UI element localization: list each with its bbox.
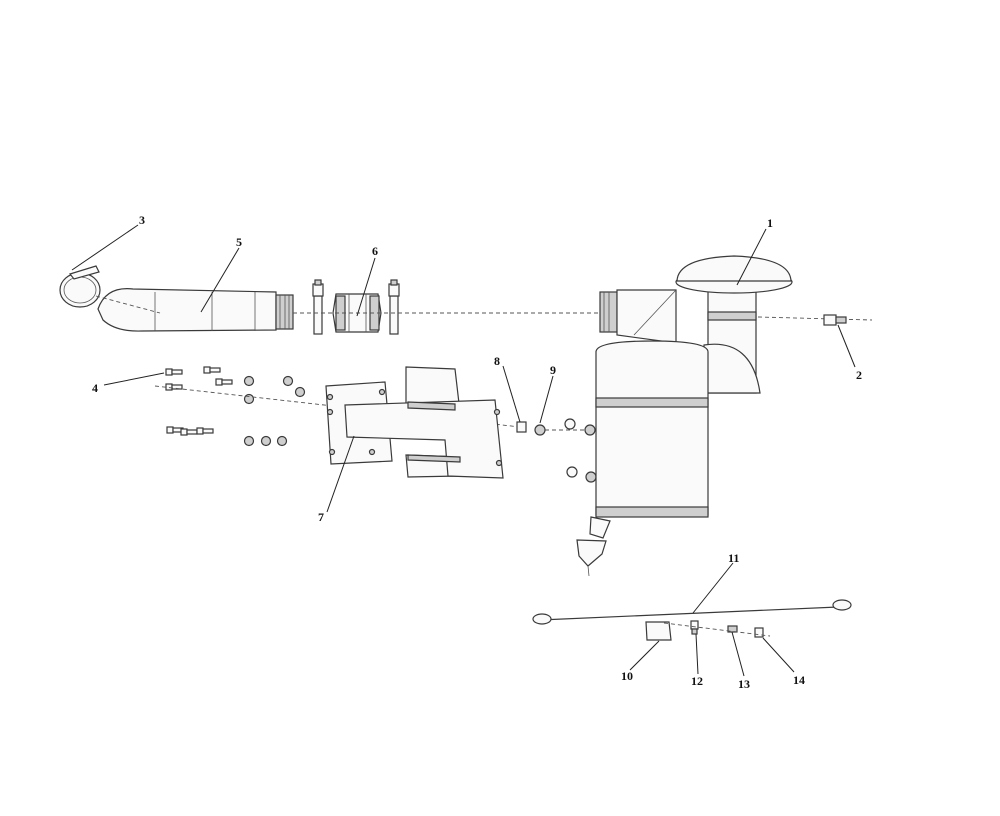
part-coupling-sleeve: [312, 279, 400, 335]
callout-10: 10: [621, 669, 633, 683]
part-small-hardware: [645, 620, 771, 641]
callout-2: 2: [856, 368, 862, 382]
callout-14: 14: [793, 673, 805, 687]
part-mounting-bracket: [325, 366, 504, 479]
part-fitting: [823, 314, 847, 326]
part-hose-clamp: [59, 265, 101, 308]
callout-3: 3: [139, 213, 145, 227]
callout-13: 13: [738, 677, 750, 691]
callout-7: 7: [318, 510, 324, 524]
part-intake-pipe: [97, 288, 294, 332]
callouts: 1 2 3 4 5 6 7 8 9 10 11 12 13 14: [92, 213, 862, 691]
part-strap: [532, 599, 852, 625]
callout-11: 11: [728, 551, 739, 565]
callout-12: 12: [691, 674, 703, 688]
callout-4: 4: [92, 381, 98, 395]
part-bolts-nuts: [165, 366, 306, 447]
callout-6: 6: [372, 244, 378, 258]
part-washer-nut: [516, 418, 597, 483]
callout-9: 9: [550, 363, 556, 377]
part-air-cleaner: [576, 255, 793, 577]
leader-lines: [71, 224, 856, 677]
callout-5: 5: [236, 235, 242, 249]
callout-1: 1: [767, 216, 773, 230]
callout-8: 8: [494, 354, 500, 368]
